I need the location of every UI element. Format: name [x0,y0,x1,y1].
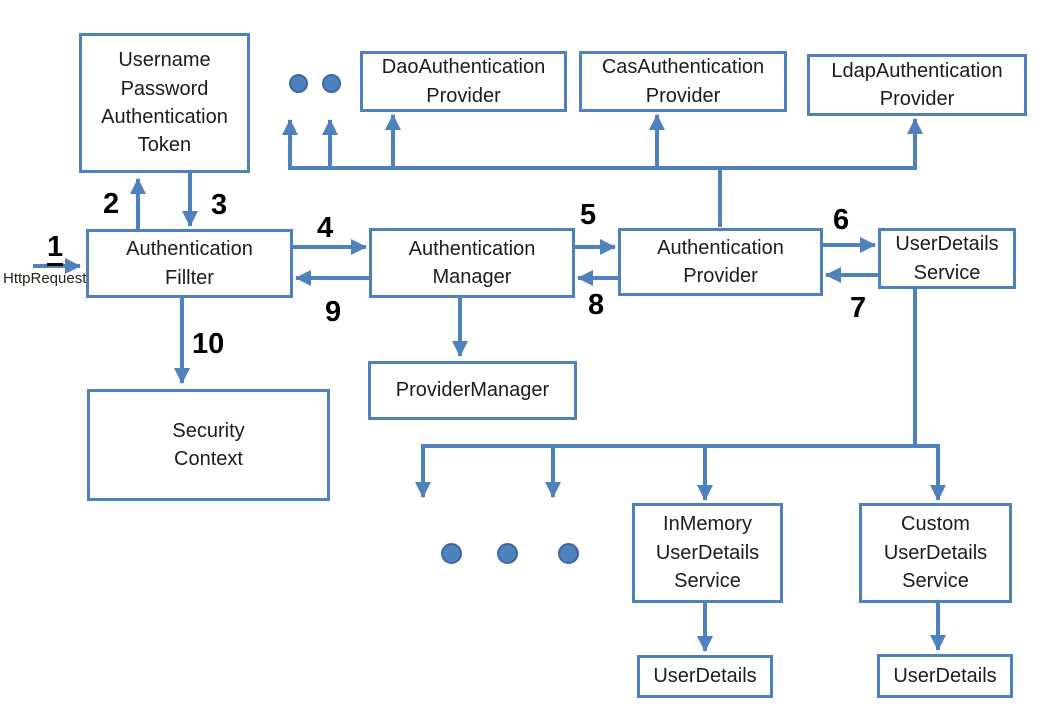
box-user-details-service: UserDetails Service [878,228,1016,289]
box-authentication-provider: Authentication Provider [618,228,823,296]
box-security-context: Security Context [87,389,330,501]
step-label-3: 3 [211,189,228,221]
ellipsis-dot-icon [441,543,462,564]
ellipsis-dot-icon [558,543,579,564]
step-label-6: 6 [833,204,850,236]
step-label-2: 2 [103,188,120,220]
ellipsis-dot-icon [322,74,341,93]
step-label-5: 5 [580,199,597,231]
box-ldap-authentication-provider: LdapAuthentication Provider [807,54,1027,116]
box-inmemory-user-details-service: InMemory UserDetails Service [632,503,783,603]
step-label-7: 7 [850,292,867,324]
box-custom-user-details-service: Custom UserDetails Service [859,503,1012,603]
box-user-details-right: UserDetails [877,654,1013,698]
box-authentication-manager: Authentication Manager [369,228,575,298]
step-label-10: 10 [192,328,225,360]
box-provider-manager: ProviderManager [368,361,577,420]
http-request-label: HttpRequest [3,270,87,287]
step-label-8: 8 [588,289,605,321]
step-label-4: 4 [317,212,334,244]
ellipsis-dot-icon [289,74,308,93]
ellipsis-dot-icon [497,543,518,564]
box-authentication-filter: Authentication Fillter [86,229,293,298]
box-cas-authentication-provider: CasAuthentication Provider [579,51,787,112]
step-label-9: 9 [325,296,342,328]
box-username-password-authentication-token: Username Password Authentication Token [79,33,250,173]
box-user-details-left: UserDetails [637,655,773,698]
box-dao-authentication-provider: DaoAuthentication Provider [360,51,567,112]
step-label-1: 1 [47,233,64,266]
